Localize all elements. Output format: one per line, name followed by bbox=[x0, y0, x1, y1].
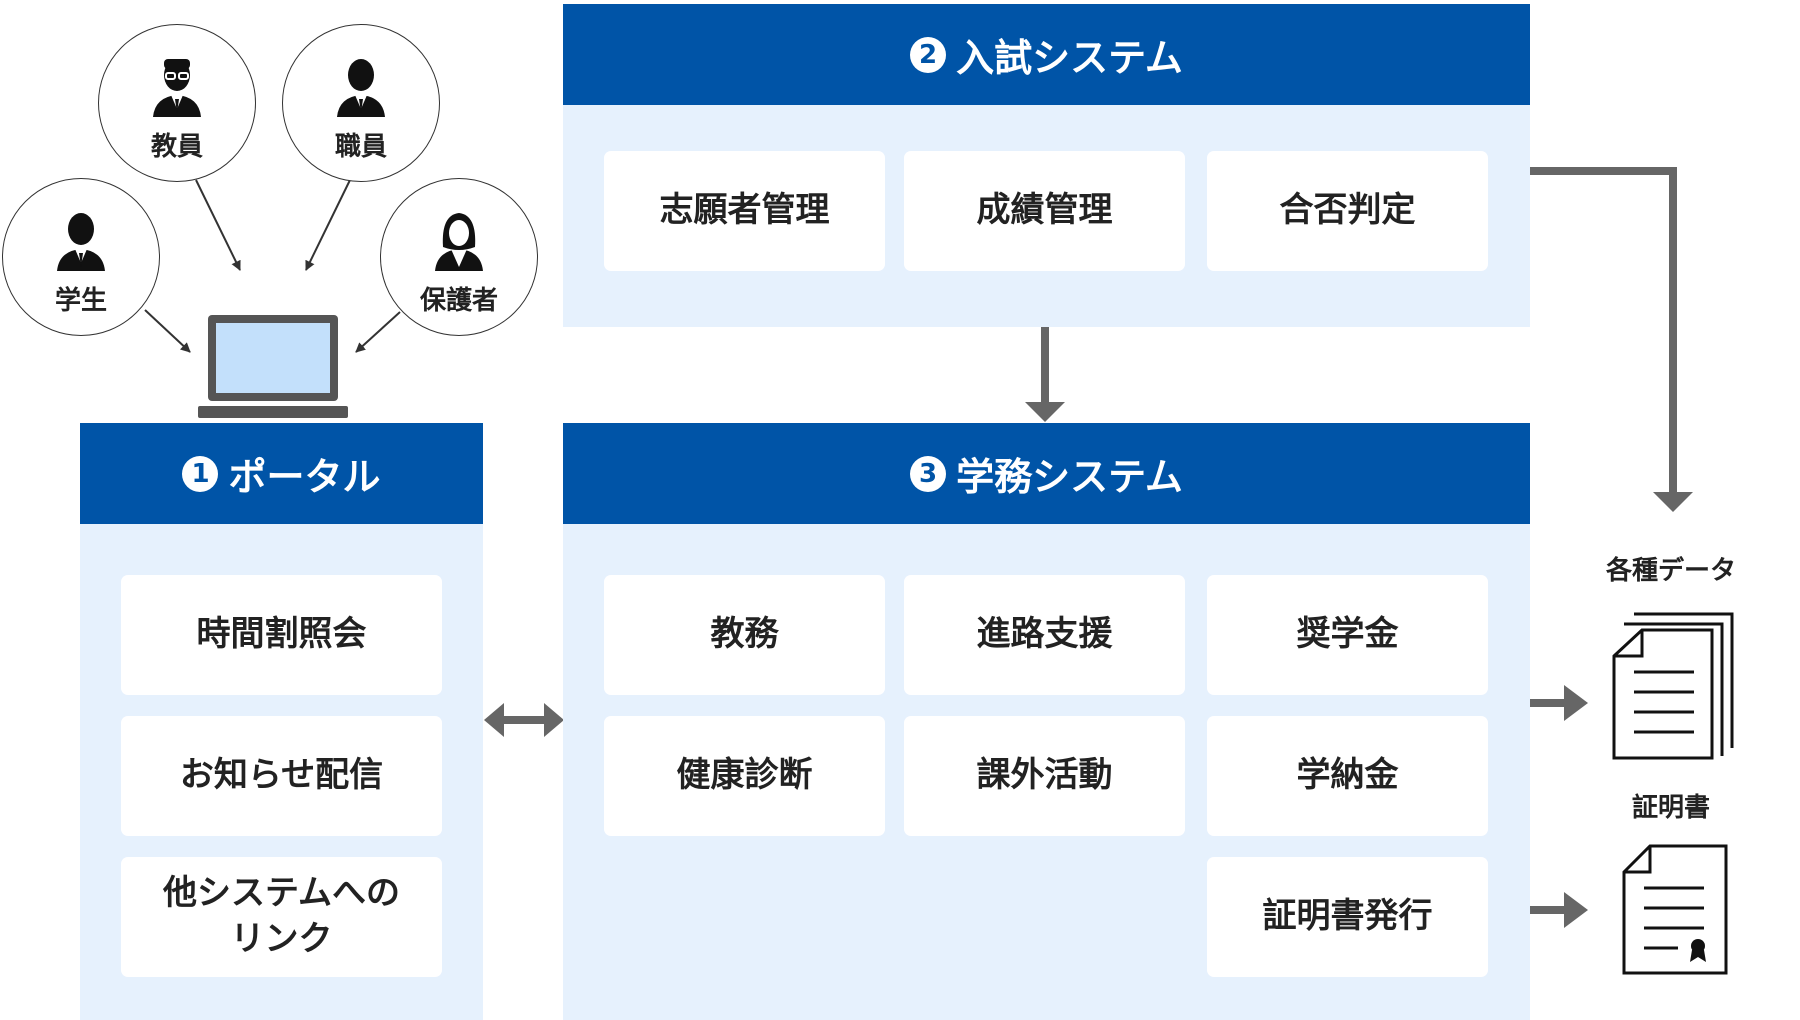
user-guardian: 保護者 bbox=[380, 178, 538, 336]
admission-to-data-arrow bbox=[1530, 167, 1693, 512]
portal-panel: 1 ポータル 時間割照会 お知らせ配信 他システムへの リンク bbox=[80, 423, 483, 1020]
academic-item-scholarship: 奨学金 bbox=[1207, 575, 1488, 695]
academic-title: 学務システム bbox=[956, 455, 1183, 499]
laptop-icon bbox=[198, 315, 348, 418]
guardian-icon bbox=[435, 213, 483, 271]
certificate-output-label: 証明書 bbox=[1631, 793, 1710, 823]
user-teacher: 教員 bbox=[98, 24, 256, 182]
admission-title: 入試システム bbox=[956, 36, 1183, 80]
guardian-label: 保護者 bbox=[419, 286, 498, 316]
portal-number-badge: 1 bbox=[182, 455, 219, 492]
academic-item-health: 健康診断 bbox=[604, 716, 885, 836]
documents-icon bbox=[1612, 612, 1734, 760]
student-arrow bbox=[144, 309, 191, 353]
staff-icon bbox=[337, 59, 385, 117]
academic-item-affairs: 教務 bbox=[604, 575, 885, 695]
admission-item-decision: 合否判定 bbox=[1207, 151, 1488, 271]
user-staff: 職員 bbox=[282, 24, 440, 182]
staff-label: 職員 bbox=[334, 132, 387, 162]
academic-panel: 3 学務システム 教務 進路支援 奨学金 健康診断 課外活動 学納金 証明書発行 bbox=[563, 423, 1530, 1020]
admission-header: 2 入試システム bbox=[563, 4, 1530, 105]
academic-item-career: 進路支援 bbox=[904, 575, 1185, 695]
student-label: 学生 bbox=[54, 286, 107, 316]
academic-item-certificate-issue: 証明書発行 bbox=[1207, 857, 1488, 977]
portal-academic-double-arrow bbox=[484, 703, 564, 737]
portal-header: 1 ポータル bbox=[80, 423, 483, 524]
academic-item-tuition: 学納金 bbox=[1207, 716, 1488, 836]
portal-item-links: 他システムへの リンク bbox=[121, 857, 442, 977]
admission-number-badge: 2 bbox=[910, 36, 947, 73]
student-icon bbox=[57, 213, 105, 271]
academic-to-data-arrow bbox=[1530, 685, 1588, 721]
portal-item-timetable: 時間割照会 bbox=[121, 575, 442, 695]
data-output-label: 各種データ bbox=[1605, 556, 1736, 586]
user-student: 学生 bbox=[2, 178, 160, 336]
certissue-to-certificate-arrow bbox=[1530, 892, 1588, 928]
academic-item-extracurricular: 課外活動 bbox=[904, 716, 1185, 836]
certificate-icon bbox=[1622, 844, 1728, 975]
portal-item-notices: お知らせ配信 bbox=[121, 716, 442, 836]
admission-panel: 2 入試システム 志願者管理 成績管理 合否判定 bbox=[563, 4, 1530, 327]
teacher-label: 教員 bbox=[150, 132, 203, 162]
academic-number-badge: 3 bbox=[910, 455, 947, 492]
admission-to-academic-arrow bbox=[1025, 327, 1065, 422]
admission-item-applicants: 志願者管理 bbox=[604, 151, 885, 271]
staff-arrow bbox=[305, 179, 351, 271]
admission-item-grades: 成績管理 bbox=[904, 151, 1185, 271]
guardian-arrow bbox=[355, 311, 401, 353]
teacher-icon bbox=[153, 59, 201, 117]
academic-header: 3 学務システム bbox=[563, 423, 1530, 524]
portal-title: ポータル bbox=[228, 455, 381, 499]
teacher-arrow bbox=[195, 179, 241, 271]
